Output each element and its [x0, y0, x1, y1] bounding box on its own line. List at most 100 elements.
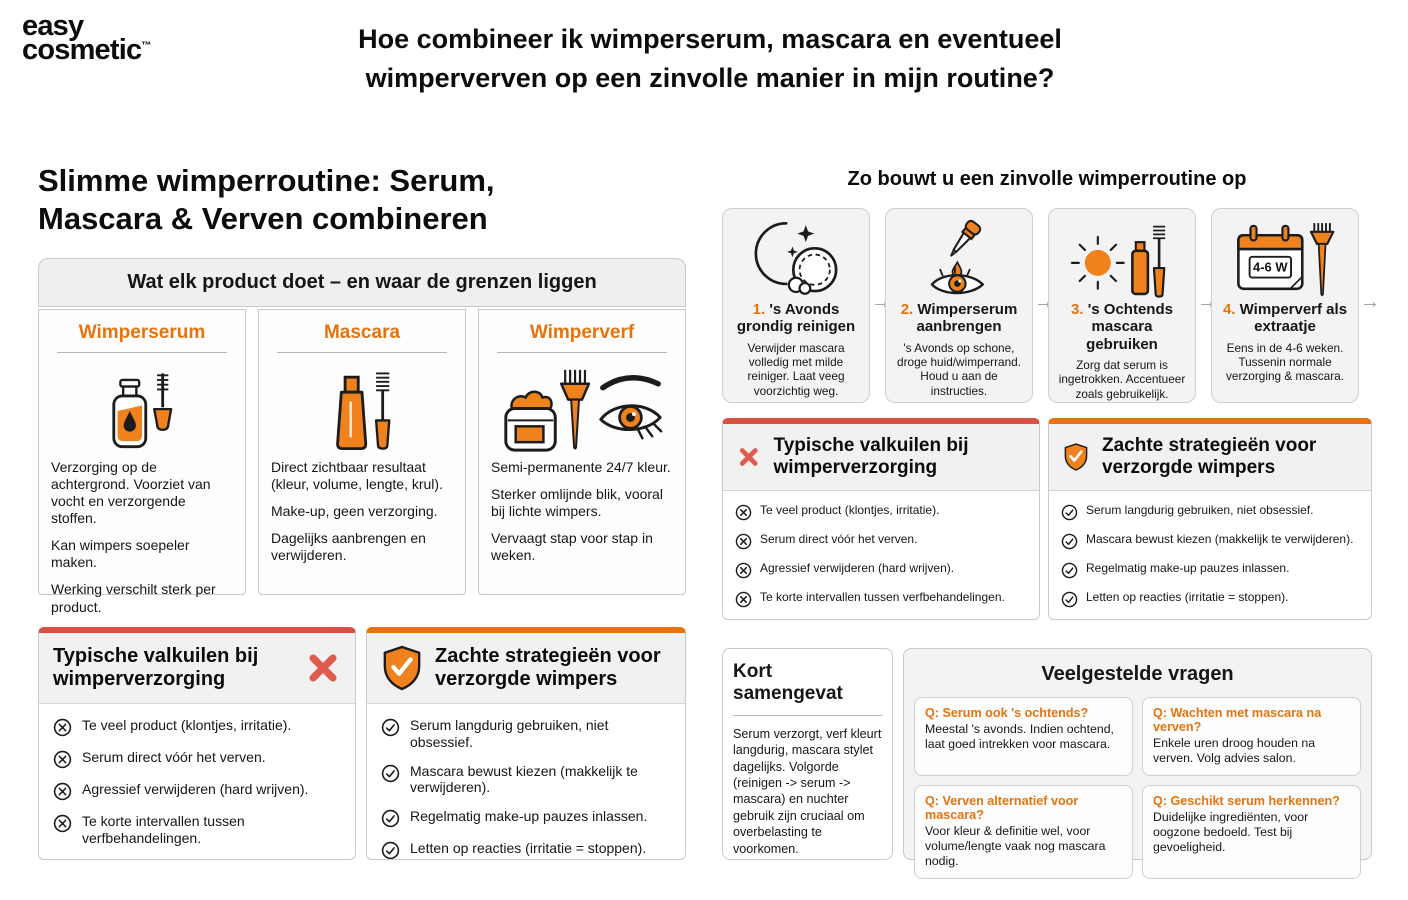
strategies-title: Zachte strategieën voor verzorgde wimper…	[435, 645, 661, 690]
circle-x-icon	[735, 533, 752, 550]
sun-mascara-icon	[1069, 218, 1175, 300]
circle-check-icon	[1061, 533, 1078, 550]
strategy-item: Regelmatig make-up pauzes inlassen.	[1061, 561, 1359, 579]
strategy-text: Mascara bewust kiezen (makkelijk te verw…	[1086, 532, 1354, 546]
x-mark-icon	[305, 650, 341, 686]
pitfall-text: Agressief verwijderen (hard wrijven).	[760, 560, 955, 575]
step-title: 3. 's Ochtends mascara gebruiken	[1071, 301, 1173, 353]
step-title: 4. Wimperverf als extraatje	[1222, 301, 1348, 336]
pitfall-text: Te veel product (klontjes, irritatie).	[82, 717, 292, 733]
right-middle-row: Typische valkuilen bij wimperverzorging …	[722, 418, 1372, 620]
x-mark-icon	[737, 440, 761, 474]
lash-tint-icon	[496, 364, 668, 458]
pitfall-item: Serum direct vóór het verven.	[53, 749, 341, 769]
strategy-text: Mascara bewust kiezen (makkelijk te verw…	[410, 762, 638, 796]
faq-question: Q: Verven alternatief voor mascara?	[925, 793, 1079, 822]
product-paragraph: Vervaagt stap voor stap in weken.	[491, 530, 653, 564]
circle-check-icon	[381, 718, 400, 737]
strategy-text: Regelmatig make-up pauzes inlassen.	[1086, 561, 1290, 575]
strategy-text: Letten op reacties (irritatie = stoppen)…	[410, 840, 647, 857]
product-paragraph: Werking verschilt sterk per product.	[51, 581, 216, 615]
product-paragraph: Direct zichtbaar resultaat (kleur, volum…	[271, 459, 443, 493]
easycosmetic-logo: easy cosmetic™	[22, 10, 151, 65]
faq-item: Q: Wachten met mascara na verven? Enkele…	[1142, 697, 1361, 776]
shield-check-icon	[381, 645, 423, 691]
summary-text: Serum verzorgt, verf kleurt langdurig, m…	[733, 727, 882, 856]
page-title: Hoe combineer ik wimperserum, mascara en…	[230, 20, 1190, 98]
routine-steps: 1. 's Avonds grondig reinigen Verwijder …	[722, 208, 1380, 404]
product-title: Wimperverf	[497, 322, 667, 353]
faq-answer: Duidelijke ingrediënten, voor oogzone be…	[1153, 809, 1309, 855]
product-paragraph: Sterker omlijnde blik, vooral bij lichte…	[491, 486, 663, 520]
pitfall-item: Te korte intervallen tussen verfbehandel…	[53, 813, 341, 847]
circle-check-icon	[1061, 562, 1078, 579]
product-paragraph: Verzorging op de achtergrond. Voorziet v…	[51, 459, 211, 527]
step-text: Verwijder mascara volledig met milde rei…	[747, 340, 845, 398]
mascara-icon	[313, 364, 411, 458]
circle-x-icon	[53, 718, 72, 737]
pitfall-text: Te veel product (klontjes, irritatie).	[760, 502, 940, 517]
step-number: 1.	[752, 301, 766, 318]
pitfalls-title: Typische valkuilen bij wimperverzorging	[773, 435, 969, 478]
faq-question: Q: Geschikt serum herkennen?	[1153, 793, 1340, 808]
pitfalls-title: Typische valkuilen bij wimperverzorging	[53, 645, 259, 690]
left-heading-line2: Mascara & Verven combineren	[38, 201, 488, 237]
night-cleansing-icon	[746, 218, 846, 300]
faq-answer: Meestal 's avonds. Indien ochtend, laat …	[925, 722, 1114, 752]
summary-card: Kort samengevat Serum verzorgt, verf kle…	[722, 648, 893, 860]
strategies-title: Zachte strategieën voor verzorgde wimper…	[1101, 435, 1317, 478]
faq-panel: Veelgestelde vragen Q: Serum ook 's ocht…	[903, 648, 1372, 879]
faq-item: Q: Serum ook 's ochtends? Meestal 's avo…	[914, 697, 1133, 776]
pitfall-item: Agressief verwijderen (hard wrijven).	[735, 561, 1027, 579]
strategies-panel-left: Zachte strategieën voor verzorgde wimper…	[366, 627, 686, 860]
calendar-label: 4-6 W	[1253, 260, 1288, 275]
pitfall-text: Te korte intervallen tussen verfbehandel…	[82, 813, 245, 846]
circle-check-icon	[381, 764, 400, 783]
product-card-wimperserum: Wimperserum Verzorging op de achtergrond…	[38, 309, 246, 615]
faq-question: Q: Serum ook 's ochtends?	[925, 706, 1089, 720]
step-card-1: 1. 's Avonds grondig reinigen Verwijder …	[722, 208, 870, 403]
step-text: 's Avonds op schone, droge huid/wimperra…	[897, 340, 1021, 398]
product-paragraph: Semi-permanente 24/7 kleur.	[491, 459, 671, 475]
strategy-item: Mascara bewust kiezen (makkelijk te verw…	[381, 763, 671, 797]
step-number: 4.	[1222, 301, 1236, 318]
pitfall-item: Agressief verwijderen (hard wrijven).	[53, 781, 341, 801]
product-title: Mascara	[277, 322, 447, 353]
step-text: Zorg dat serum is ingetrokken. Accentuee…	[1058, 357, 1186, 401]
left-section-heading: Slimme wimperroutine: Serum, Mascara & V…	[38, 162, 618, 238]
faq-answer: Voor kleur & definitie wel, voor volume/…	[925, 823, 1106, 869]
circle-x-icon	[53, 750, 72, 769]
strategy-text: Serum langdurig gebruiken, niet obsessie…	[1086, 503, 1314, 517]
product-title: Wimperserum	[57, 322, 227, 353]
strategy-item: Regelmatig make-up pauzes inlassen.	[381, 808, 671, 828]
strategy-item: Letten op reacties (irritatie = stoppen)…	[381, 840, 671, 860]
arrow-right-icon: →	[1360, 291, 1380, 313]
step-number: 3.	[1071, 301, 1084, 318]
faq-title: Veelgestelde vragen	[1041, 663, 1234, 685]
step-title: 2. Wimperserum aanbrengen	[900, 301, 1018, 336]
product-paragraph: Make-up, geen verzorging.	[271, 503, 438, 520]
logo-line1: easy	[22, 10, 84, 42]
product-paragraph: Dagelijks aanbrengen en verwijderen.	[271, 530, 426, 564]
pitfall-item: Te korte intervallen tussen verfbehandel…	[735, 590, 1027, 608]
circle-check-icon	[381, 841, 400, 860]
pitfall-text: Serum direct vóór het verven.	[760, 531, 918, 546]
strategy-text: Serum langdurig gebruiken, niet obsessie…	[410, 717, 609, 750]
products-panel: Wat elk product doet – en waar de grenze…	[38, 258, 686, 615]
product-card-wimperverf: Wimperverf Semi-permanente 24/7 kleur. S…	[478, 309, 686, 595]
product-paragraph: Kan wimpers soepeler maken.	[51, 537, 190, 571]
circle-check-icon	[381, 809, 400, 828]
pitfall-text: Te korte intervallen tussen verfbehandel…	[760, 589, 1005, 604]
circle-x-icon	[735, 504, 752, 521]
left-heading-line1: Slimme wimperroutine: Serum,	[38, 163, 495, 198]
pitfall-text: Serum direct vóór het verven.	[82, 749, 266, 765]
circle-x-icon	[53, 782, 72, 801]
pitfall-item: Te veel product (klontjes, irritatie).	[53, 717, 341, 737]
strategies-panel-right: Zachte strategieën voor verzorgde wimper…	[1048, 418, 1372, 620]
products-columns: Wimperserum Verzorging op de achtergrond…	[38, 309, 686, 615]
right-section-heading: Zo bouwt u een zinvolle wimperroutine op	[847, 168, 1247, 190]
faq-answer: Enkele uren droog houden na verven. Volg…	[1153, 736, 1316, 766]
step-text: Eens in de 4-6 weken. Tussenin normale v…	[1225, 340, 1344, 384]
circle-check-icon	[1061, 591, 1078, 608]
calendar-brush-icon: 4-6 W	[1232, 218, 1338, 300]
